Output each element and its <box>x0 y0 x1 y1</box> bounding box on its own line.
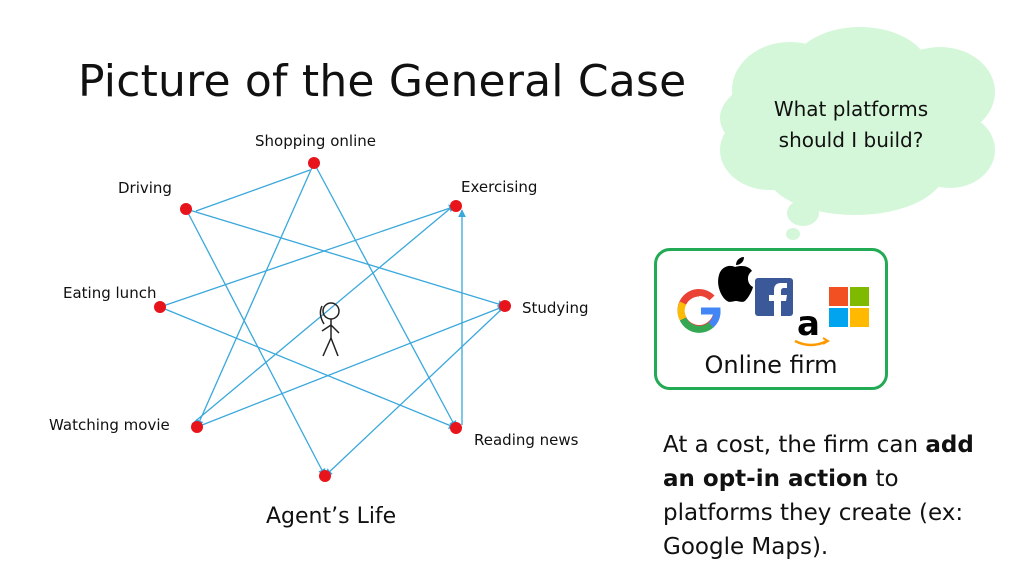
node-eating <box>154 301 166 313</box>
thought-cloud <box>720 27 995 240</box>
edge-driving-agent <box>185 208 326 477</box>
node-driving <box>180 203 192 215</box>
nodes <box>154 157 511 482</box>
svg-text:a: a <box>797 304 820 344</box>
facebook-logo-icon <box>755 278 793 316</box>
google-logo-icon <box>677 288 721 333</box>
thought-line-1: What platforms <box>773 97 929 121</box>
label-watching-movie: Watching movie <box>49 416 170 434</box>
online-firm-label: Online firm <box>704 351 838 379</box>
edges <box>159 162 506 477</box>
apple-logo-icon <box>718 257 753 302</box>
edge-eating-exercising <box>159 204 457 308</box>
stick-figure-icon <box>319 302 340 357</box>
node-watching <box>191 421 203 433</box>
thought-cloud-text: What platforms should I build? <box>740 94 962 156</box>
amazon-logo-icon: a <box>794 304 830 347</box>
thought-line-2: should I build? <box>778 128 924 152</box>
page-title: Picture of the General Case <box>78 56 687 107</box>
label-shopping-online: Shopping online <box>255 132 376 150</box>
microsoft-logo-icon <box>829 287 869 327</box>
edge-driving-shopping-extra <box>195 169 311 212</box>
edge-shopping-reading <box>313 162 457 429</box>
edge-driving-studying <box>185 208 506 308</box>
label-studying: Studying <box>522 299 589 317</box>
description-text: At a cost, the firm can add an opt-in ac… <box>663 428 993 564</box>
node-shopping <box>308 157 320 169</box>
label-driving: Driving <box>118 179 172 197</box>
description-part-2: to platforms they create (ex: Google Map… <box>663 466 964 560</box>
label-exercising: Exercising <box>461 178 537 196</box>
label-reading-news: Reading news <box>474 431 579 449</box>
description-part-1: At a cost, the firm can <box>663 432 926 458</box>
edge-exercising-watching-extra <box>191 206 453 425</box>
edge-eating-reading <box>159 306 457 429</box>
node-studying <box>499 300 511 312</box>
node-exercising <box>450 200 462 212</box>
label-eating-lunch: Eating lunch <box>63 284 156 302</box>
node-reading <box>450 422 462 434</box>
diagram-caption: Agent’s Life <box>266 504 396 529</box>
online-firm-box: a Online firm <box>654 248 888 390</box>
description-bold: add an opt-in action <box>663 432 974 492</box>
node-agent <box>319 470 331 482</box>
company-logos: a <box>677 257 869 347</box>
edge-studying-agent <box>324 305 506 477</box>
edge-watching-studying <box>196 304 506 428</box>
edge-shopping-watching <box>196 162 315 428</box>
